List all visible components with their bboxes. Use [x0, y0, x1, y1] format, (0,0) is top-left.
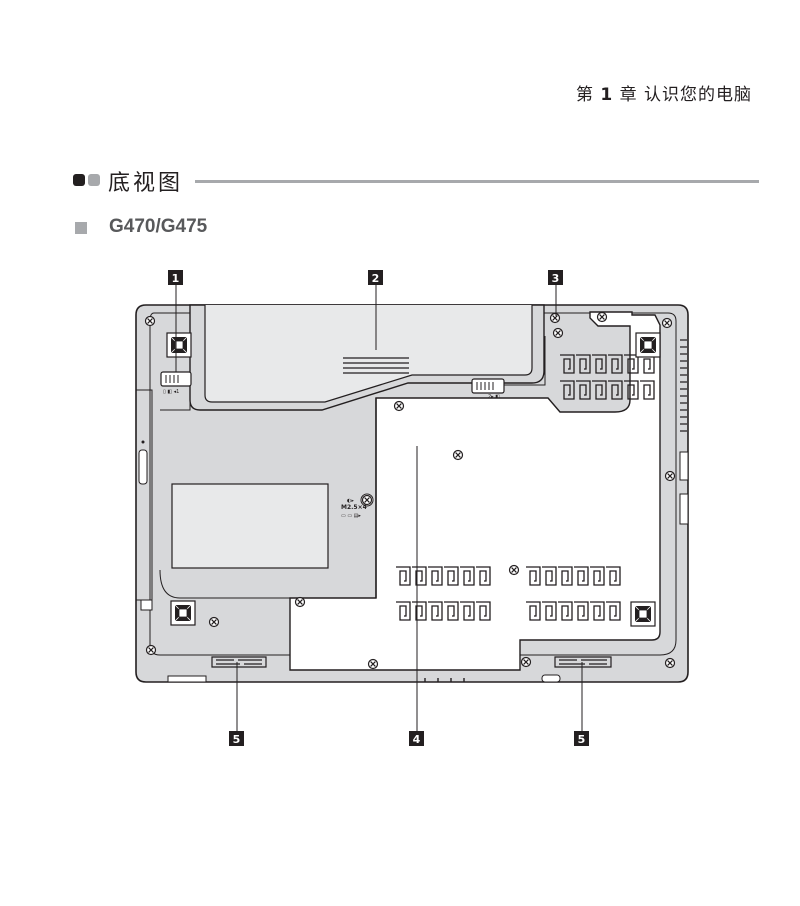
battery-latch-left: ▯ ◧ ◂1	[160, 371, 192, 395]
chapter-prefix: 第	[575, 85, 594, 105]
callout-5-right: 5	[574, 731, 589, 746]
section-title: 底视图	[108, 171, 184, 196]
svg-text:5: 5	[578, 733, 586, 746]
section-bullet-light-icon	[88, 174, 100, 186]
svg-text:▯ ◧ ◂1: ▯ ◧ ◂1	[163, 389, 179, 395]
callout-3: 3	[548, 270, 563, 285]
svg-text:3: 3	[552, 272, 560, 285]
model-label: G470/G475	[109, 216, 208, 237]
svg-text:2▸ ◧: 2▸ ◧	[488, 394, 500, 400]
svg-text:1: 1	[172, 272, 180, 285]
svg-text:▭ ▭ ▤▸: ▭ ▭ ▤▸	[341, 513, 361, 519]
speaker-left	[211, 656, 267, 668]
callout-4: 4	[409, 731, 424, 746]
screw-spec-label: ◐▸ M2.5×4 ▭ ▭ ▤▸	[341, 493, 374, 519]
side-vent	[680, 339, 687, 432]
battery-area	[189, 304, 545, 411]
svg-text:2: 2	[372, 272, 380, 285]
callout-1: 1	[168, 270, 183, 285]
section-rule	[195, 180, 759, 183]
hdd-area	[159, 400, 329, 599]
screw-spec-text: M2.5×4	[341, 504, 367, 511]
chapter-header: 第 1 章 认识您的电脑	[576, 80, 752, 105]
battery-grip-lines	[343, 357, 409, 374]
battery-latch-right: 2▸ ◧	[471, 378, 505, 400]
speaker-right	[554, 656, 612, 668]
section-bullet-dark-icon	[73, 174, 85, 186]
svg-text:4: 4	[413, 733, 421, 746]
svg-text:5: 5	[233, 733, 241, 746]
callout-2: 2	[368, 270, 383, 285]
section-heading: 底视图	[73, 168, 759, 198]
callout-5-left: 5	[229, 731, 244, 746]
subsection-bullet-icon	[75, 222, 87, 234]
chapter-number: 1	[600, 85, 614, 105]
leader-lines	[175, 285, 583, 732]
svg-text:◐▸: ◐▸	[347, 498, 354, 504]
chapter-title: 章 认识您的电脑	[619, 85, 752, 105]
